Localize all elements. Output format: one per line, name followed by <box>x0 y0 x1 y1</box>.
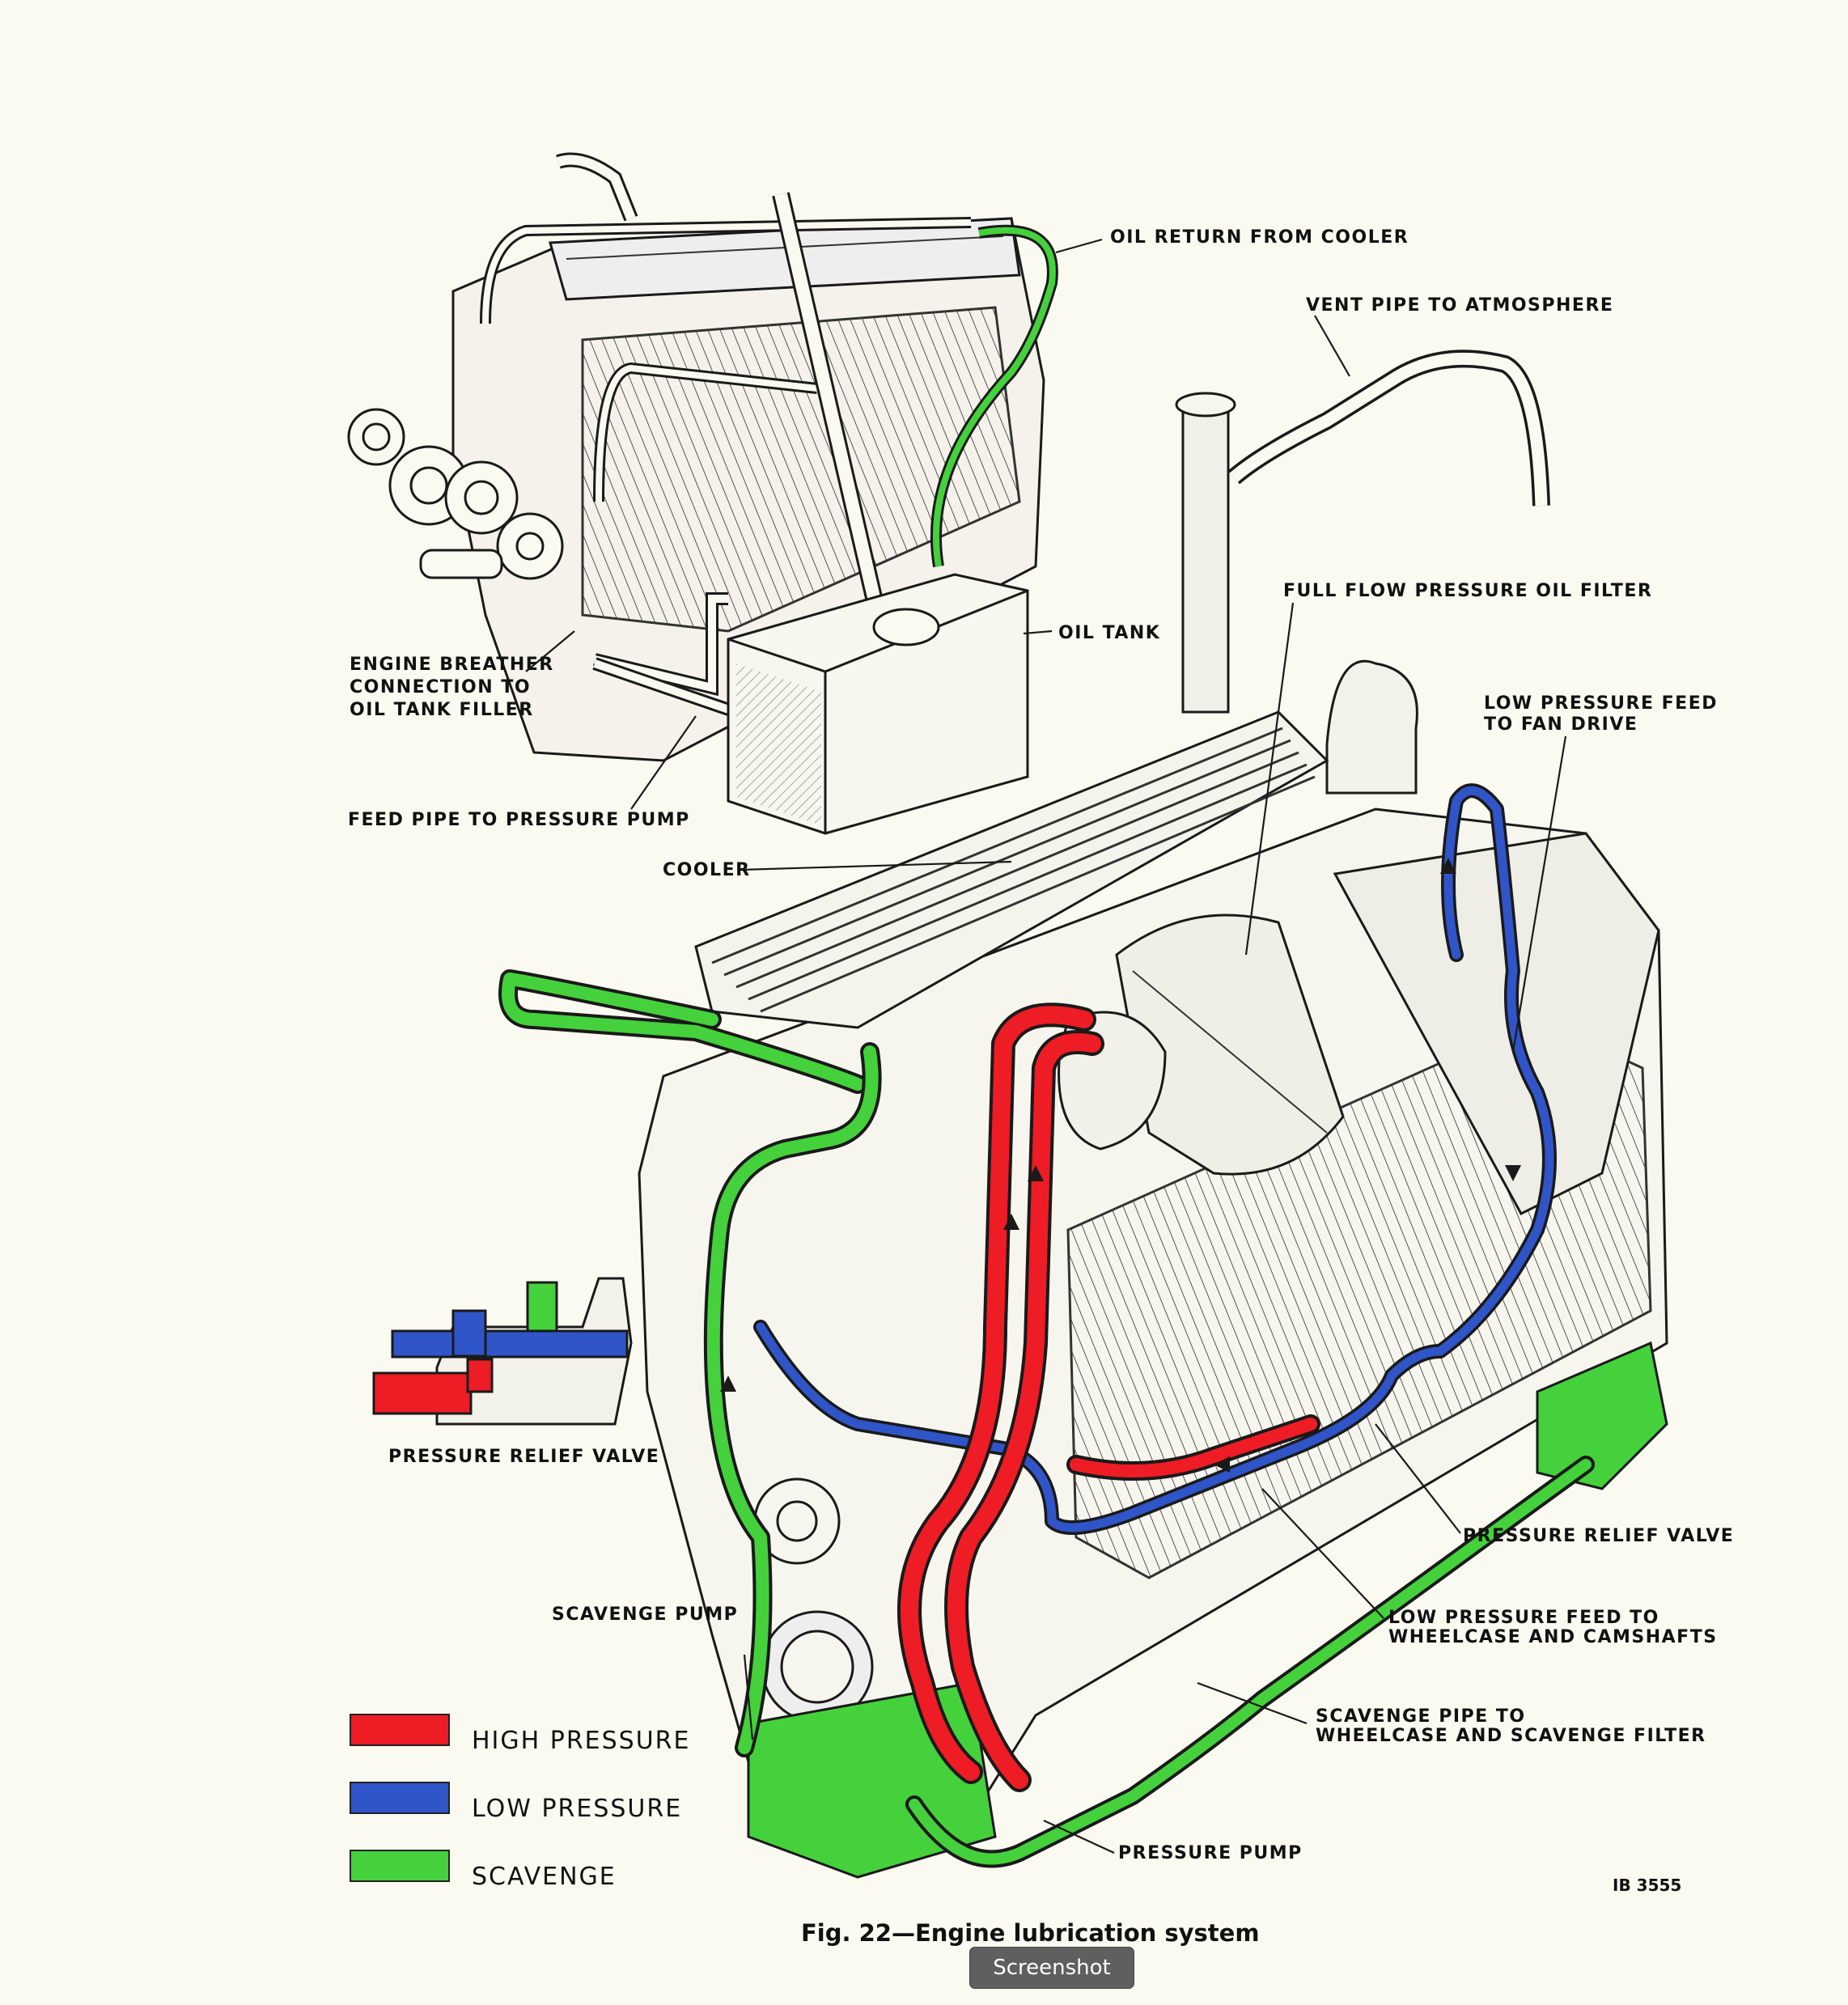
legend-label-high: HIGH PRESSURE <box>472 1727 691 1755</box>
legend-label-low: LOW PRESSURE <box>472 1795 683 1823</box>
flow-arrows <box>720 858 1521 1473</box>
label-scavenge-pump: SCAVENGE PUMP <box>552 1604 739 1625</box>
label-low-pressure-fan-2: TO FAN DRIVE <box>1484 714 1638 735</box>
low-pressure-pipes <box>753 783 1557 1535</box>
label-low-pressure-wheelcase-1: LOW PRESSURE FEED TO <box>1388 1608 1659 1628</box>
legend-swatch-scavenge <box>350 1850 450 1882</box>
legend-label-scavenge: SCAVENGE <box>472 1863 617 1891</box>
scavenge-pipes <box>498 969 1595 1868</box>
label-oil-tank: OIL TANK <box>1058 623 1161 643</box>
oil-return-pipe <box>930 224 1058 568</box>
high-pressure-pipes <box>897 1002 1320 1792</box>
label-relief-valve-inset: PRESSURE RELIEF VALVE <box>388 1447 660 1467</box>
label-scavenge-pipe-2: WHEELCASE AND SCAVENGE FILTER <box>1316 1726 1706 1746</box>
label-oil-return: OIL RETURN FROM COOLER <box>1110 227 1409 248</box>
label-scavenge-pipe-1: SCAVENGE PIPE TO <box>1316 1706 1526 1727</box>
label-breather-3: OIL TANK FILLER <box>350 700 534 720</box>
screenshot-button[interactable]: Screenshot <box>969 1947 1134 1989</box>
label-full-flow-filter: FULL FLOW PRESSURE OIL FILTER <box>1283 581 1653 601</box>
lower-engine-view <box>638 350 1668 1846</box>
legend-swatch-low <box>350 1782 450 1814</box>
label-low-pressure-fan-1: LOW PRESSURE FEED <box>1484 693 1718 714</box>
label-breather-2: CONNECTION TO <box>350 677 532 697</box>
figure-caption: Fig. 22—Engine lubrication system <box>801 1919 1260 1947</box>
legend-swatch-high <box>350 1714 450 1746</box>
label-feed-pipe: FEED PIPE TO PRESSURE PUMP <box>348 810 690 830</box>
label-cooler: COOLER <box>663 860 751 880</box>
upper-engine-view <box>347 152 1045 835</box>
label-relief-valve: PRESSURE RELIEF VALVE <box>1463 1526 1735 1546</box>
label-low-pressure-wheelcase-2: WHEELCASE AND CAMSHAFTS <box>1388 1627 1718 1647</box>
leader-lines <box>525 238 1567 1854</box>
figure-reference: IB 3555 <box>1613 1876 1682 1895</box>
label-pressure-pump: PRESSURE PUMP <box>1118 1843 1303 1863</box>
relief-valve-inset <box>372 1277 633 1426</box>
label-vent-pipe: VENT PIPE TO ATMOSPHERE <box>1306 295 1614 316</box>
label-breather-1: ENGINE BREATHER <box>350 655 554 675</box>
